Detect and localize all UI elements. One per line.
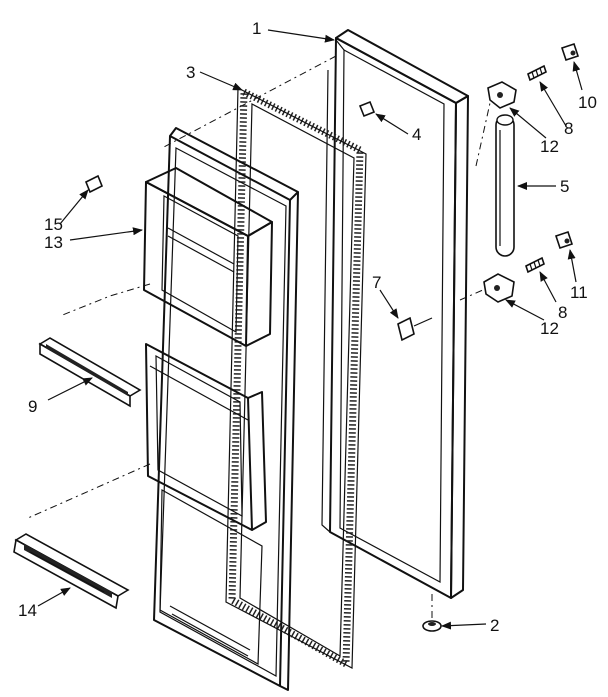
outer-door-panel <box>321 29 469 599</box>
callout-14: 14 <box>18 601 37 620</box>
callout-12-upper: 12 <box>540 137 559 156</box>
callout-5: 5 <box>560 177 569 196</box>
callout-9: 9 <box>28 397 37 416</box>
shelf-rail <box>38 337 142 408</box>
door-handle <box>495 114 515 257</box>
upper-handle-mount <box>487 42 580 109</box>
lower-handle-mount <box>483 230 574 303</box>
callout-12-lower: 12 <box>540 319 559 338</box>
callout-8-upper: 8 <box>564 119 573 138</box>
door-gasket <box>225 86 367 670</box>
callout-10: 10 <box>578 93 597 112</box>
callout-13: 13 <box>44 233 63 252</box>
callout-3: 3 <box>186 63 195 82</box>
callout-7: 7 <box>372 273 381 292</box>
callout-15: 15 <box>44 215 63 234</box>
callout-2: 2 <box>490 616 499 635</box>
leader-lines <box>37 29 583 630</box>
callout-labels: 1 2 3 4 5 7 8 8 9 10 11 12 12 13 14 15 <box>18 19 597 635</box>
callout-11: 11 <box>570 283 588 302</box>
small-parts <box>84 100 442 632</box>
callout-8-lower: 8 <box>558 303 567 322</box>
bottom-trim <box>13 533 130 610</box>
callout-1: 1 <box>252 19 261 38</box>
callout-4: 4 <box>412 125 421 144</box>
door-liner <box>143 127 299 691</box>
